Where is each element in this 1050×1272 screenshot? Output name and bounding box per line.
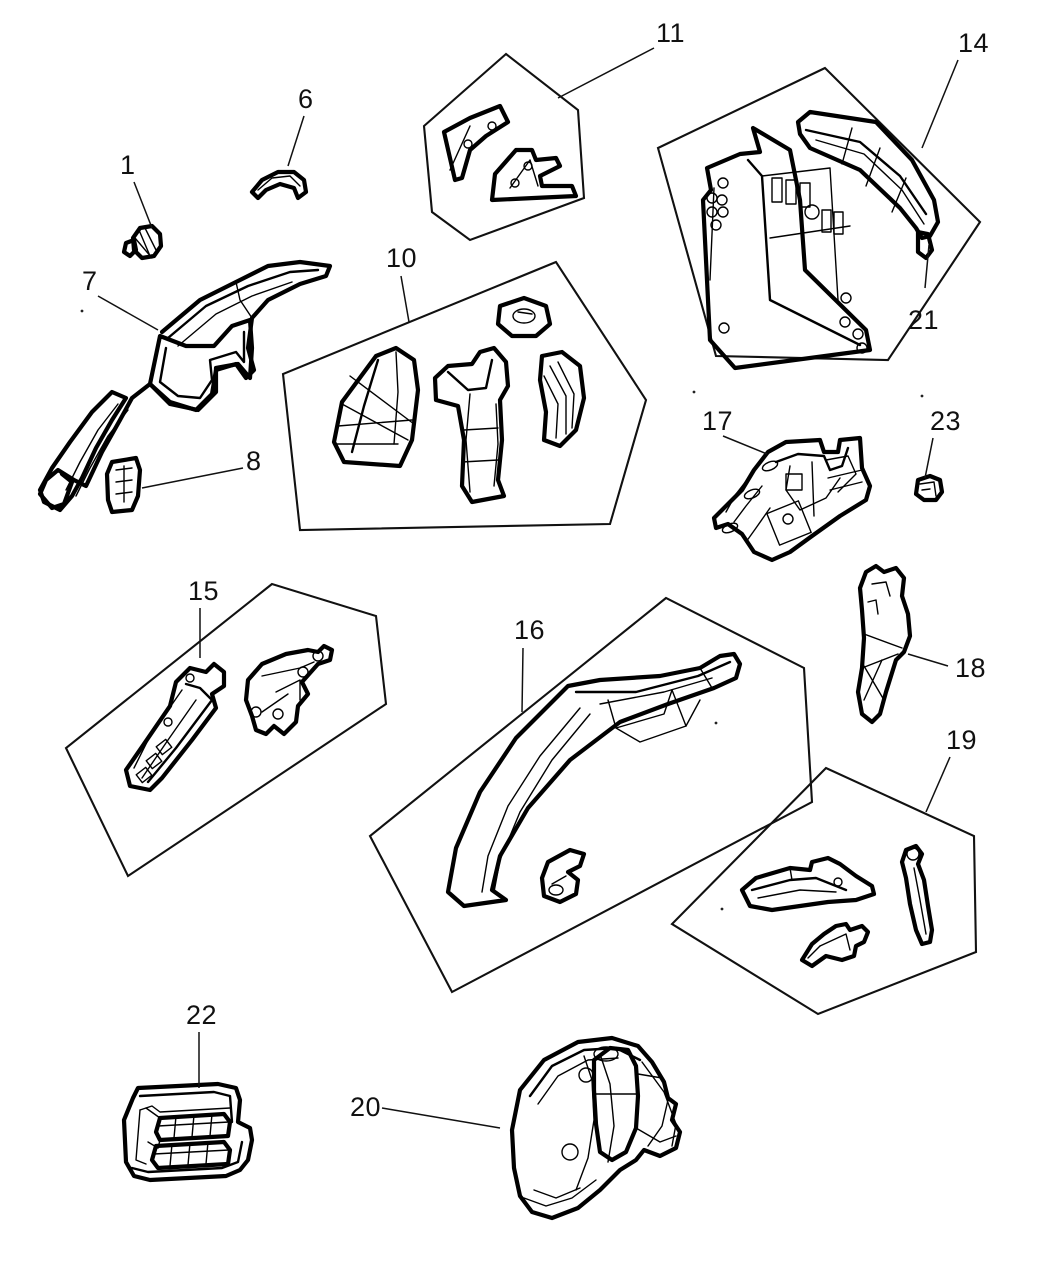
callout-label-21[interactable]: 21: [908, 305, 940, 335]
callout-label-19[interactable]: 19: [946, 725, 978, 755]
registration-dots: [80, 309, 924, 911]
part-18-tall-gusset: [855, 563, 913, 725]
callout-label-23[interactable]: 23: [930, 406, 962, 436]
group-box-15: [64, 582, 388, 878]
group-box-11: [422, 52, 586, 242]
leader-lines: [97, 47, 959, 1129]
part-10-reinforcements: [331, 295, 587, 505]
part-14-shelf-panel: [700, 109, 941, 371]
callout-label-18[interactable]: 18: [955, 653, 987, 683]
part-1-insulator-plug: [121, 223, 164, 261]
callout-label-8[interactable]: 8: [246, 446, 262, 476]
part-7-quarter-inner-panel: [37, 259, 333, 513]
part-20-wheelhouse-liner: [509, 1035, 683, 1221]
part-23-push-retainer: [913, 473, 945, 503]
part-19-hinge-set: [739, 843, 935, 969]
callout-label-14[interactable]: 14: [958, 28, 990, 58]
callout-label-10[interactable]: 10: [386, 243, 418, 273]
part-6-curved-reinforcement: [249, 169, 309, 201]
callout-label-1[interactable]: 1: [120, 150, 136, 180]
callout-label-20[interactable]: 20: [350, 1092, 382, 1122]
part-8-bracket-clip: [104, 455, 143, 515]
group-box-10: [281, 260, 648, 532]
part-22-vent-grille: [121, 1081, 255, 1183]
part-17-corner-brace: [711, 435, 873, 563]
group-box-19: [670, 766, 978, 1016]
part-16-arch-rail: [445, 651, 743, 909]
callout-label-17[interactable]: 17: [702, 406, 734, 436]
callout-label-11[interactable]: 11: [656, 18, 686, 48]
group-box-16: [368, 596, 814, 994]
callout-label-6[interactable]: 6: [298, 84, 314, 114]
callout-label-7[interactable]: 7: [82, 266, 98, 296]
callout-label-22[interactable]: 22: [186, 1000, 218, 1030]
part-11-brackets: [441, 103, 579, 203]
part-15-sill-and-gusset: [123, 643, 335, 793]
callout-label-15[interactable]: 15: [188, 576, 220, 606]
callout-label-16[interactable]: 16: [514, 615, 546, 645]
